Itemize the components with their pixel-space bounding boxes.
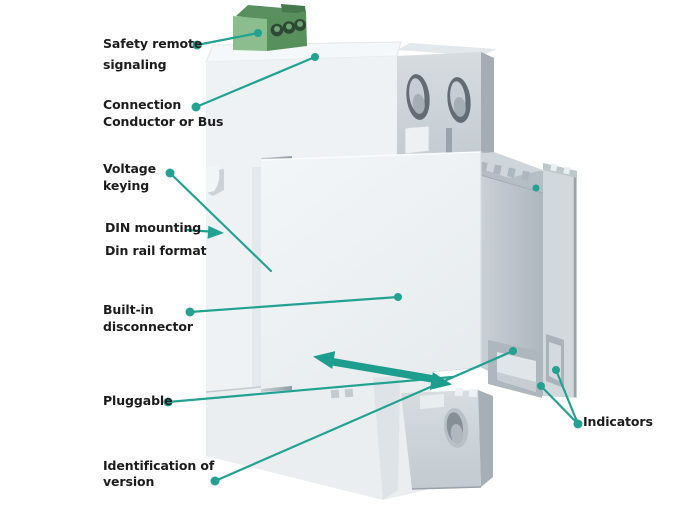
green-terminal-block [233, 4, 307, 51]
label-built-in-disconnector: Built-in disconnector [103, 301, 193, 335]
label-line: Indicators [583, 414, 653, 429]
leader-line-safety-remote [195, 31, 260, 47]
label-line: Built-in [103, 302, 154, 317]
label-indicators: Indicators [583, 413, 653, 430]
label-safety-remote-signaling: Safety remote signaling [103, 33, 202, 75]
label-connection-conductor: Connection Conductor or Bus [103, 96, 223, 130]
label-line: Din rail format [105, 243, 207, 258]
label-line: signaling [103, 57, 167, 72]
pluggable-module-face [261, 152, 481, 389]
label-line: Voltage [103, 161, 156, 176]
din-arrowhead-icon [207, 225, 224, 239]
wiring-port [406, 74, 430, 120]
housing-side-face [481, 52, 494, 162]
bottom-terminal-block [401, 387, 493, 490]
block-tab [420, 394, 444, 409]
label-line: Pluggable [103, 393, 173, 408]
rear-module [543, 163, 577, 398]
wiring-port-bottom [443, 408, 469, 448]
leader-line-indicator-rear [554, 368, 580, 426]
label-din-mounting: DIN mounting [105, 219, 201, 236]
housing-tab [404, 125, 430, 155]
pluggable-double-arrow-icon [313, 351, 452, 390]
terminal-screws [270, 19, 306, 37]
leader-line-din-mounting [184, 228, 211, 233]
leader-line-built-in [188, 295, 400, 314]
status-led [532, 184, 540, 192]
label-line: keying [103, 178, 150, 193]
base-edge-shading [252, 167, 261, 391]
label-line: Identification of [103, 458, 215, 473]
label-line: Conductor or Bus [103, 114, 224, 129]
label-identification-of-version: Identification of version [103, 458, 214, 490]
leader-line-pluggable [166, 375, 454, 404]
wiring-port [447, 77, 471, 123]
indicator-window-rear [546, 334, 564, 388]
din-clip-hook [206, 166, 224, 196]
label-line: Connection [103, 97, 182, 112]
label-din-rail-format: Din rail format [105, 242, 207, 259]
leader-line-voltage-keying [168, 171, 273, 273]
leader-line-indicator-front [539, 384, 580, 426]
label-line: disconnector [103, 319, 193, 334]
label-line: Safety remote [103, 36, 203, 51]
indicator-window-front [488, 340, 542, 398]
label-voltage-keying: Voltage keying [103, 160, 156, 194]
annotation-layer [166, 31, 580, 483]
terminal-back-block [281, 4, 306, 14]
leader-dots [163, 29, 583, 486]
top-terminal-housing [396, 43, 497, 166]
housing-pin [446, 128, 452, 153]
label-line: DIN mounting [105, 220, 202, 235]
label-line: version [103, 474, 155, 489]
label-pluggable: Pluggable [103, 392, 173, 409]
leader-line-connection [194, 55, 317, 109]
leader-line-identification [213, 349, 515, 483]
